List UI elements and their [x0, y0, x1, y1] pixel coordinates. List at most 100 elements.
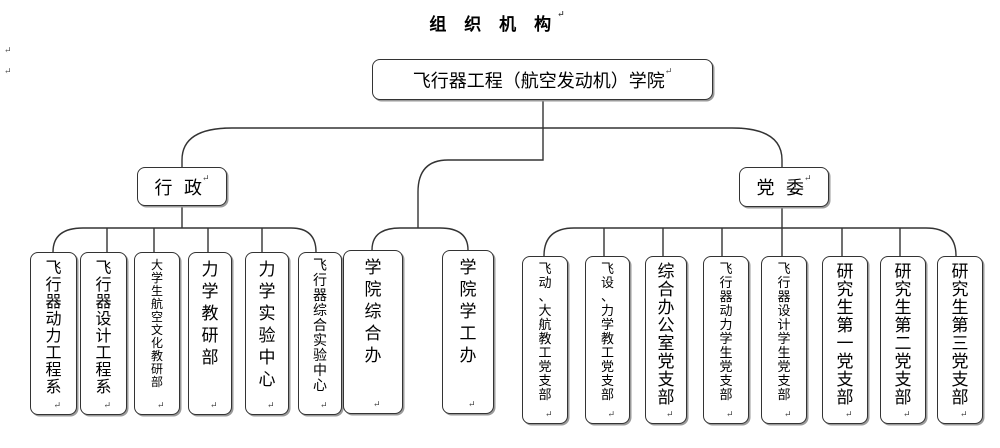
unit-node-char: 飞: [313, 258, 327, 274]
unit-node-char: 工: [459, 324, 477, 344]
unit-node-char: 力: [600, 304, 614, 319]
unit-node-char: 研: [836, 262, 854, 282]
unit-node-char: 工: [538, 346, 552, 361]
unit-node-char: 究: [894, 280, 912, 300]
unit-node-char: 学: [201, 282, 219, 302]
return-mark: ↵: [157, 401, 165, 411]
unit-node-char: 第: [836, 316, 854, 336]
unit-node-char: 飞: [719, 262, 733, 277]
unit-node-char: 、: [600, 290, 614, 305]
unit-node-char: 学: [777, 332, 791, 347]
branch-node-party-label: 党 委: [756, 178, 804, 199]
branch-node-party: 党 委↵: [739, 167, 829, 207]
unit-node-char: 生: [777, 346, 791, 361]
unit-node-char: 飞: [95, 258, 112, 277]
return-mark: ↵: [468, 400, 476, 410]
return-mark: ↵: [4, 67, 12, 77]
unit-node-char: 验: [258, 326, 276, 346]
unit-node-char: 党: [657, 352, 675, 372]
unit-node-char: 设: [777, 304, 791, 319]
unit-node-char: 研: [894, 262, 912, 282]
unit-node-char: 验: [313, 348, 327, 364]
unit-node-char: 飞: [45, 258, 62, 277]
unit-node-char: 合: [364, 324, 382, 344]
unit-node-char: 支: [719, 374, 733, 389]
unit-node-label: 飞行器设计学生党支部: [762, 263, 806, 403]
unit-node-char: 大: [150, 258, 163, 272]
unit-node-char: 支: [894, 370, 912, 390]
unit-node-char: 工: [95, 343, 112, 362]
unit-node: 飞行器设计学生党支部↵: [761, 256, 807, 424]
unit-node-char: 行: [313, 273, 327, 289]
unit-node-char: 部: [777, 388, 791, 403]
unit-node-char: 中: [258, 348, 276, 368]
unit-node-char: 综: [313, 303, 327, 319]
unit-node: 学院综合办↵: [343, 250, 403, 414]
return-mark: ↵: [545, 410, 553, 420]
unit-node-char: 研: [150, 362, 163, 376]
unit-node-char: 支: [600, 374, 614, 389]
unit-node-char: 文: [150, 323, 163, 337]
unit-node-char: 力: [719, 318, 733, 333]
connector-party-units: [543, 227, 957, 257]
unit-node-label: 研究生第二党支部: [881, 263, 925, 407]
unit-node-char: 程: [95, 360, 112, 379]
root-node-label-wrap: 飞行器工程（航空发动机）学院↵: [373, 67, 712, 93]
unit-node-char: 党: [894, 352, 912, 372]
return-mark: ↵: [373, 400, 381, 410]
unit-node-label: 飞行器设计工程系: [81, 259, 126, 395]
return-mark: ↵: [960, 410, 968, 420]
unit-node-char: 一: [836, 334, 854, 354]
unit-node: 飞行器动力工程系↵: [30, 252, 77, 415]
unit-node-char: 系: [45, 377, 62, 396]
return-mark: ↵: [726, 410, 734, 420]
unit-node-char: 力: [45, 326, 62, 345]
return-mark: ↵: [557, 10, 571, 20]
unit-node-char: 生: [951, 298, 969, 318]
unit-node-char: 公: [657, 316, 675, 336]
unit-node-char: 工: [600, 346, 614, 361]
return-mark: ↵: [903, 410, 911, 420]
unit-node: 飞动、大航教工党支部↵: [522, 256, 568, 424]
connector-root-office: [417, 128, 544, 228]
unit-node-char: 办: [459, 346, 477, 366]
unit-node-char: 器: [313, 288, 327, 304]
unit-node-char: 合: [313, 318, 327, 334]
unit-node-char: 三: [951, 334, 969, 354]
unit-node-char: 研: [201, 326, 219, 346]
unit-node-char: 学: [600, 318, 614, 333]
unit-node-label: 大学生航空文化教研部: [135, 259, 179, 389]
unit-node-char: 器: [777, 290, 791, 305]
unit-node-char: 学: [364, 258, 382, 278]
unit-node-char: 部: [719, 388, 733, 403]
unit-node-char: 行: [45, 275, 62, 294]
unit-node-char: 究: [951, 280, 969, 300]
unit-node-char: 心: [313, 378, 327, 394]
connector-office-units: [371, 227, 469, 251]
unit-node: 研究生第二党支部 ↵: [880, 256, 926, 424]
unit-node-char: 教: [600, 332, 614, 347]
unit-node-char: 支: [538, 374, 552, 389]
unit-node-char: 程: [45, 360, 62, 379]
unit-node-char: 飞: [600, 262, 614, 277]
return-mark: ↵: [845, 410, 853, 420]
unit-node-char: 第: [951, 316, 969, 336]
unit-node-char: 部: [657, 388, 675, 408]
unit-node-char: 研: [951, 262, 969, 282]
unit-node-char: 空: [150, 310, 163, 324]
unit-node-char: 计: [777, 318, 791, 333]
branch-node-party-label-wrap: 党 委↵: [740, 174, 828, 200]
unit-node-char: 实: [258, 304, 276, 324]
unit-node-char: 生: [894, 298, 912, 318]
unit-node-char: 化: [150, 336, 163, 350]
unit-node-char: 党: [951, 352, 969, 372]
unit-node-char: 综: [657, 262, 675, 282]
unit-node-char: 行: [719, 276, 733, 291]
unit-node-char: 学: [258, 282, 276, 302]
return-mark: ↵: [267, 401, 275, 411]
unit-node-char: 支: [657, 370, 675, 390]
unit-node: 研究生第一党支部↵: [822, 256, 868, 424]
unit-node-char: 第: [894, 316, 912, 336]
branch-node-admin-label: 行 政: [154, 177, 202, 199]
root-node-label: 飞行器工程（航空发动机）学院: [412, 70, 665, 92]
